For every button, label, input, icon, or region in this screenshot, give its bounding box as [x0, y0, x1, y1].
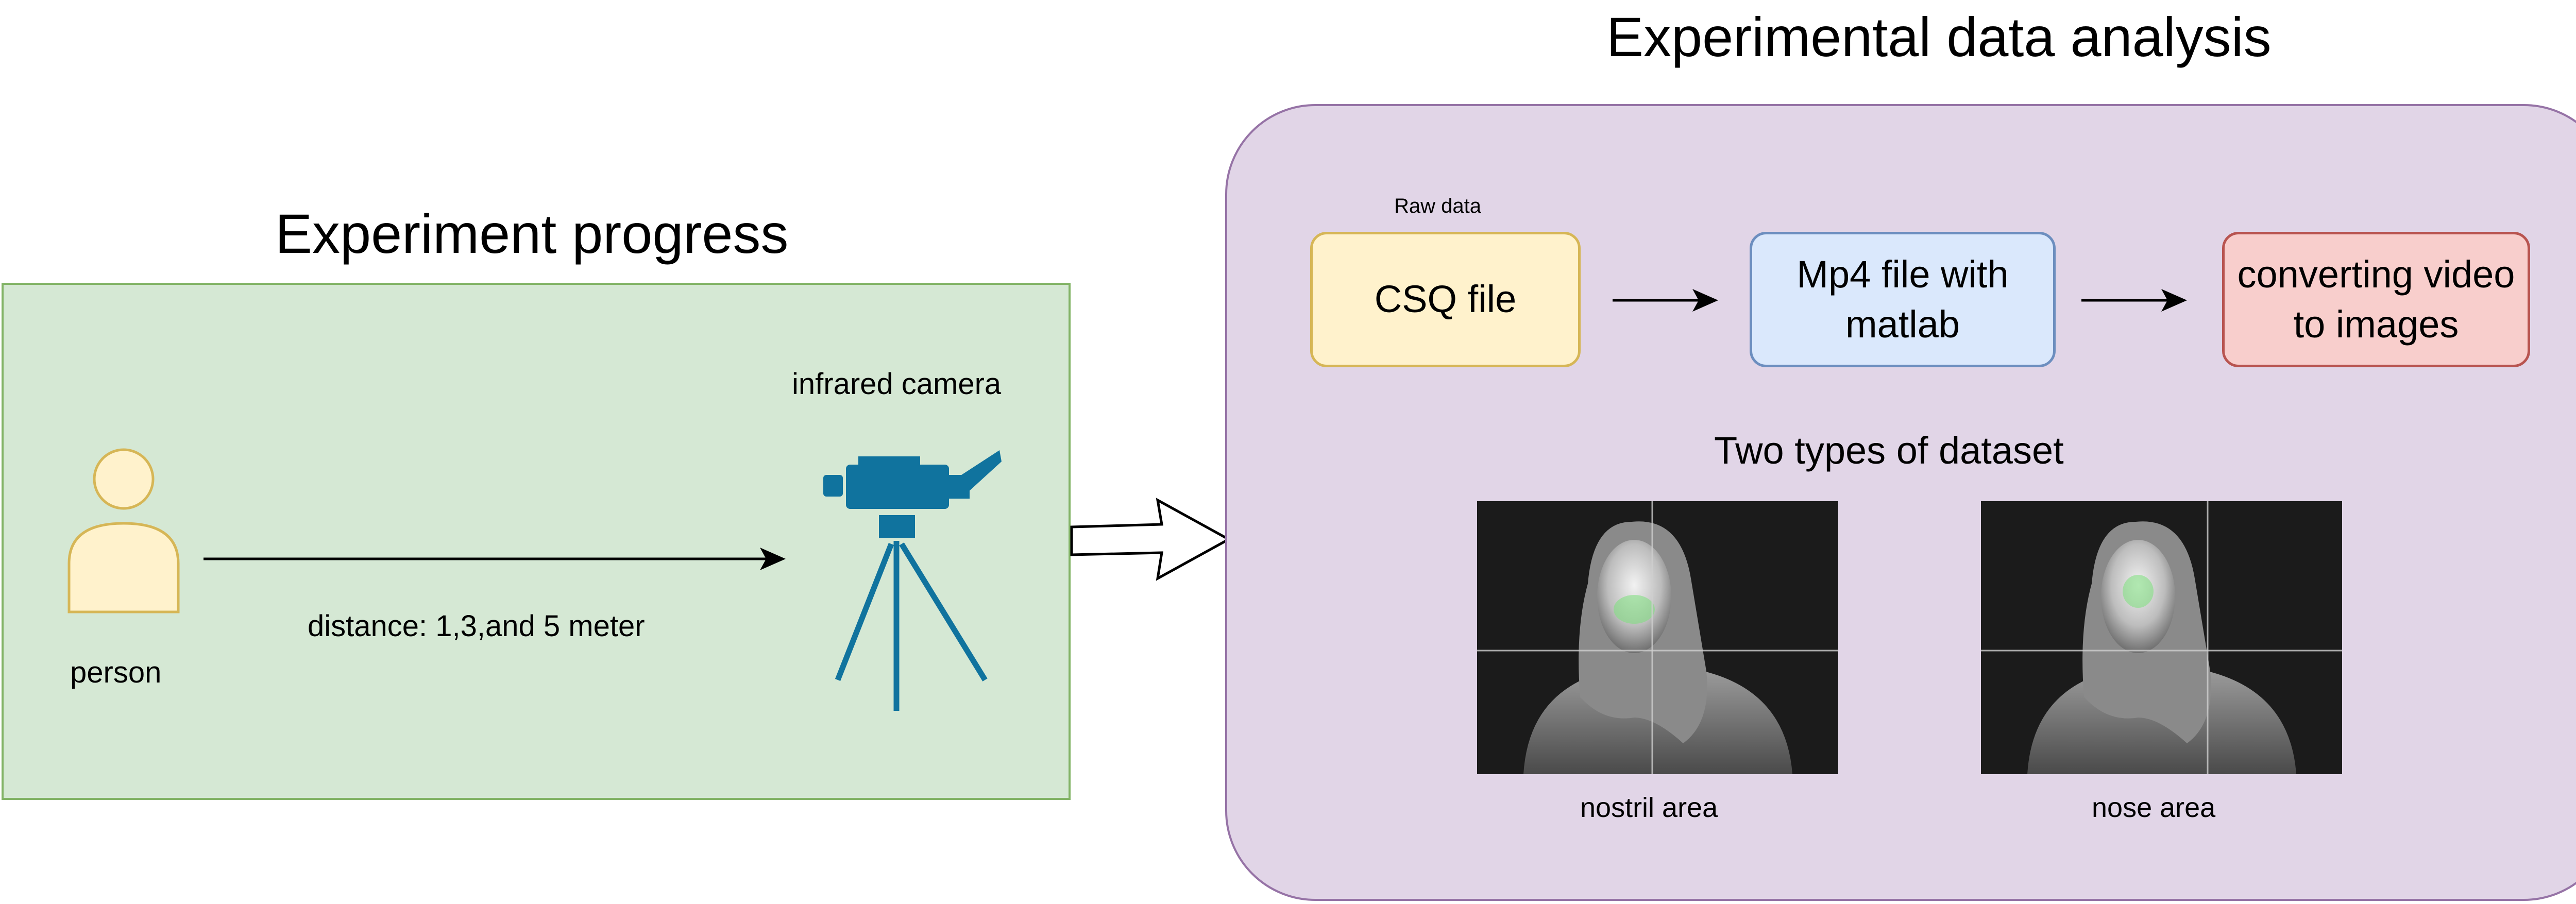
converting-video-box: converting video to images	[2222, 232, 2530, 367]
distance-label: distance: 1,3,and 5 meter	[308, 609, 645, 643]
arrow-csq-to-mp4	[1613, 289, 1718, 312]
nostril-area-label: nostril area	[1580, 792, 1718, 823]
experiment-progress-title: Experiment progress	[275, 202, 789, 265]
distance-arrow	[204, 548, 786, 570]
infrared-camera-icon	[823, 450, 1002, 711]
arrow-mp4-to-images	[2081, 289, 2187, 312]
csq-file-box: CSQ file	[1310, 232, 1581, 367]
person-label: person	[70, 656, 162, 689]
converting-video-label: converting video to images	[2237, 253, 2515, 346]
block-arrow-icon	[1070, 498, 1232, 581]
infrared-camera-label: infrared camera	[792, 367, 1002, 401]
csq-file-label: CSQ file	[1374, 278, 1517, 321]
experimental-data-analysis-panel	[1225, 104, 2576, 901]
nostril-area-thumbnail	[1477, 501, 1838, 774]
person-icon	[67, 448, 180, 613]
nose-area-label: nose area	[2092, 792, 2216, 823]
nose-area-thumbnail	[1981, 501, 2342, 774]
experiment-progress-panel	[2, 283, 1071, 800]
dataset-title: Two types of dataset	[1714, 429, 2064, 472]
raw-data-label: Raw data	[1394, 195, 1481, 217]
mp4-file-label: Mp4 file with matlab	[1797, 253, 2009, 346]
mp4-file-box: Mp4 file with matlab	[1750, 232, 2056, 367]
experimental-data-analysis-title: Experimental data analysis	[1606, 6, 2272, 68]
